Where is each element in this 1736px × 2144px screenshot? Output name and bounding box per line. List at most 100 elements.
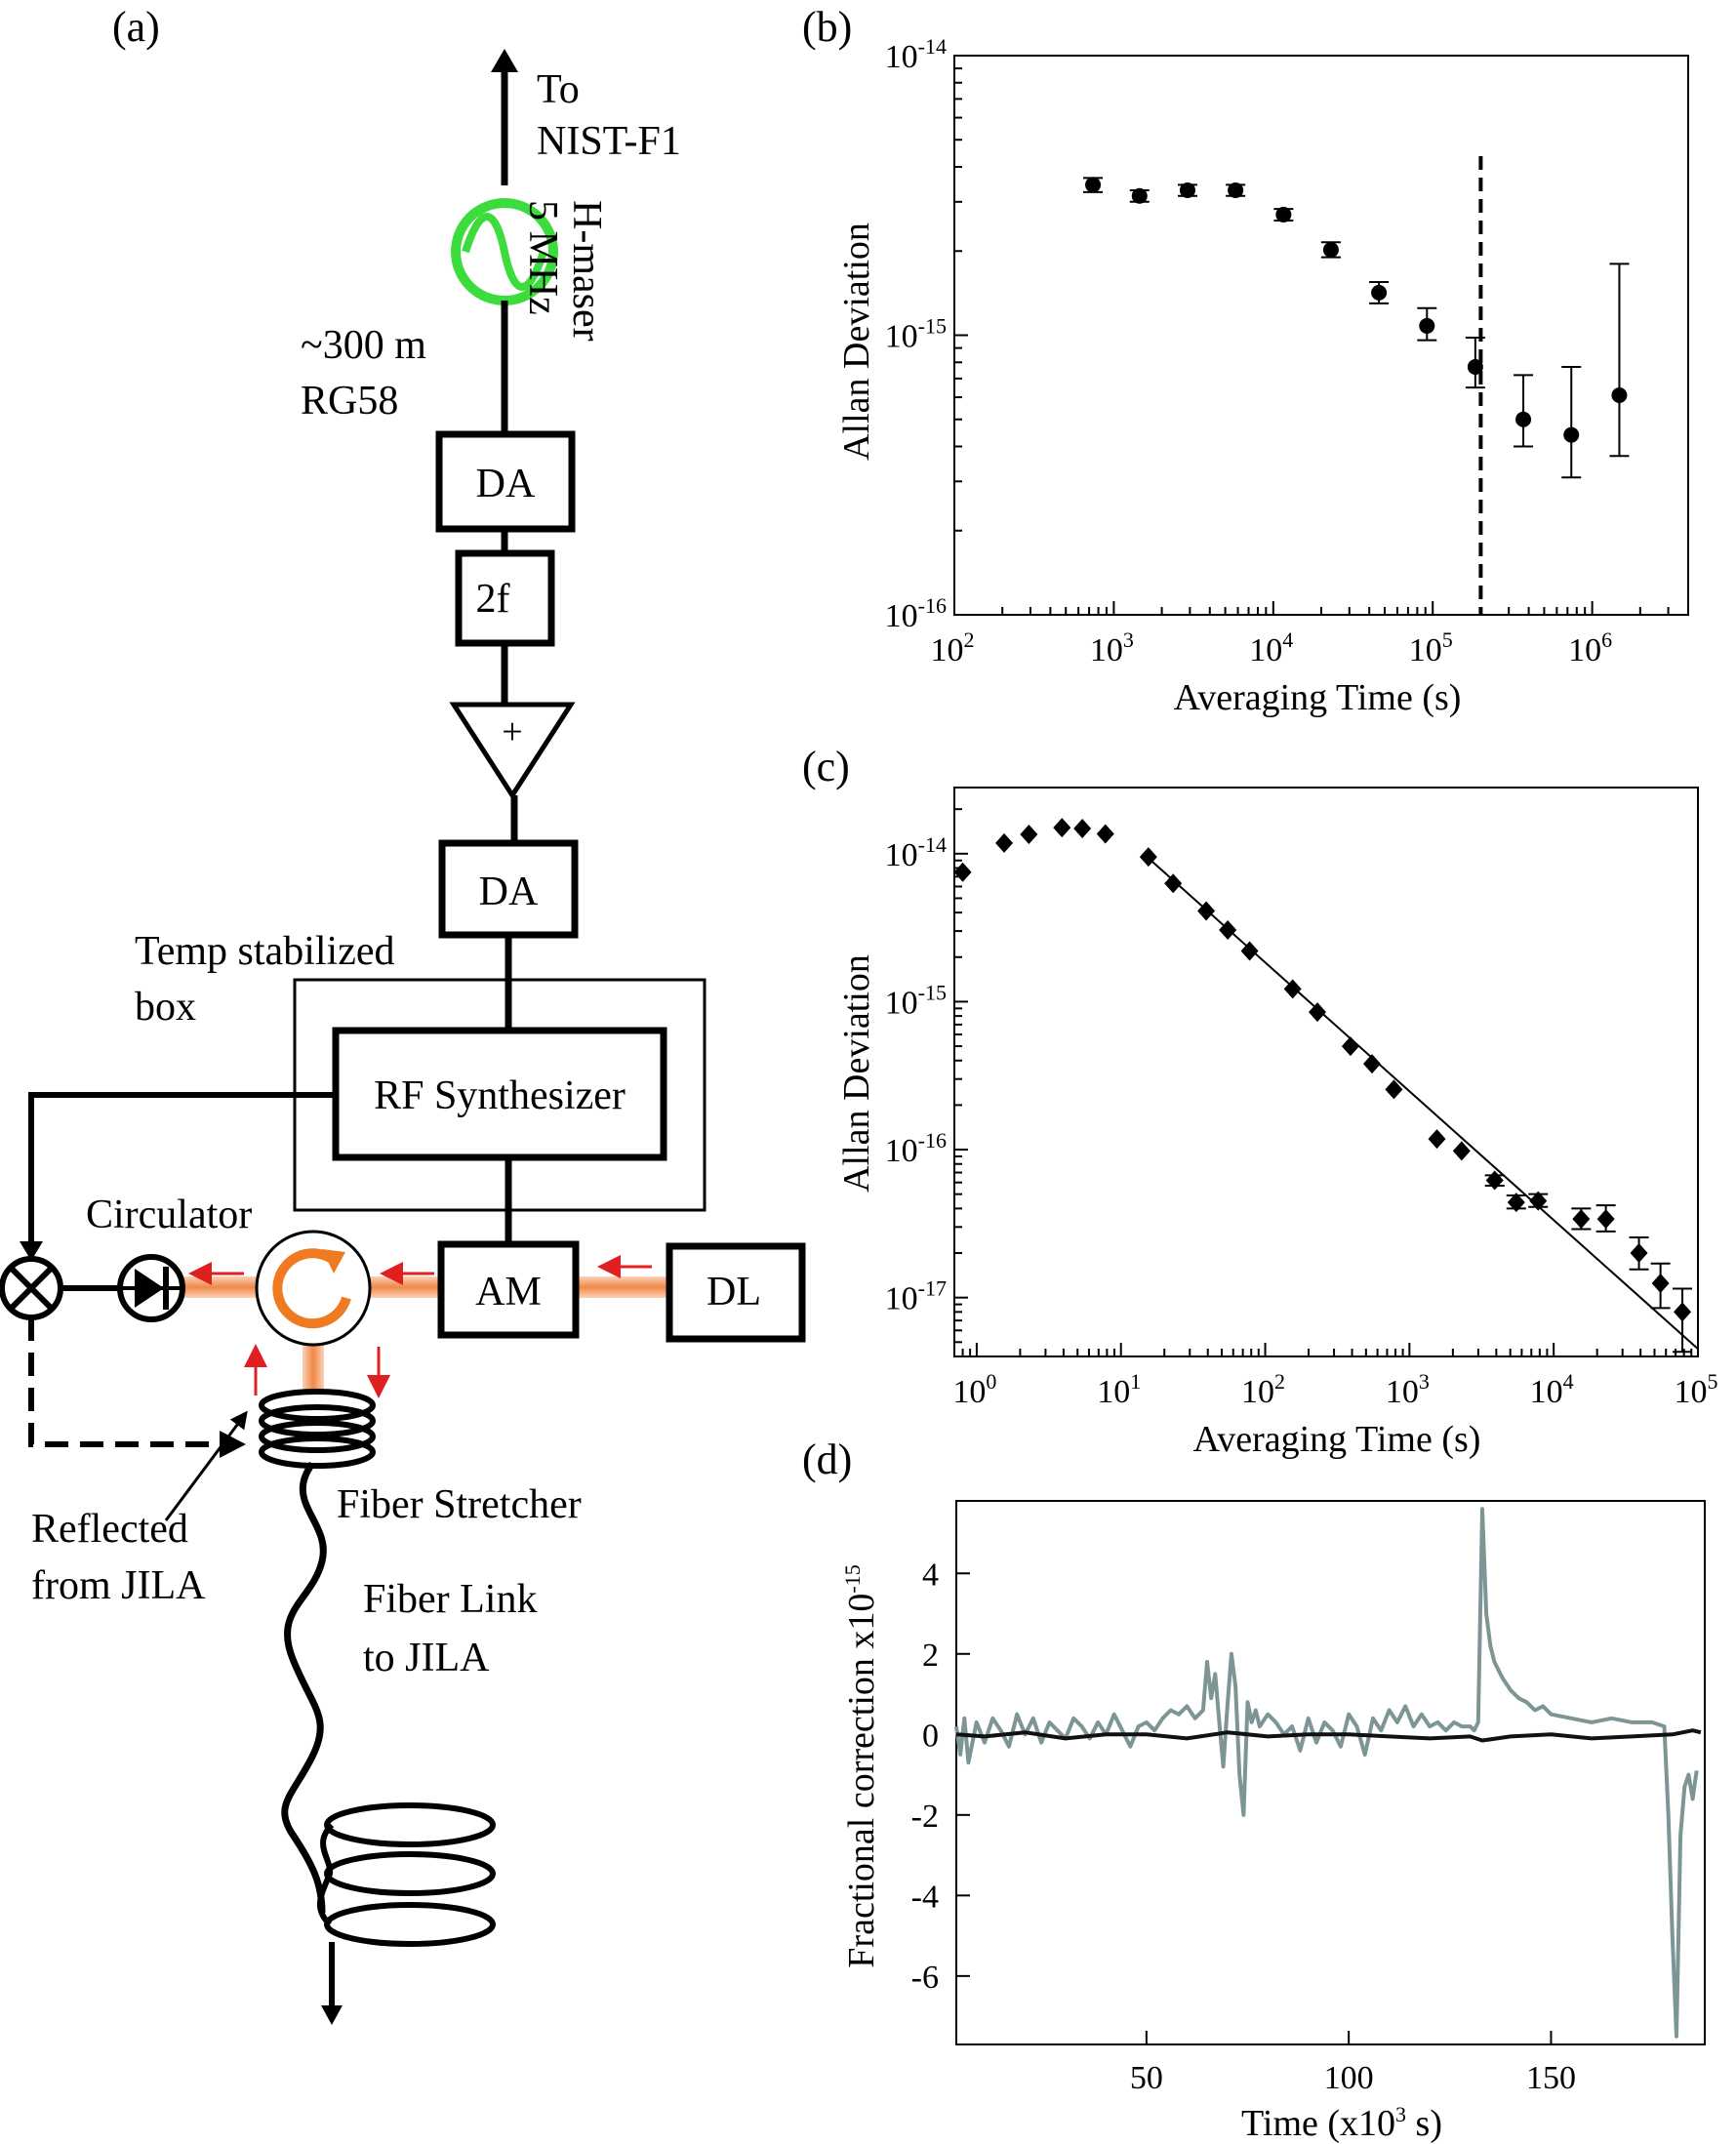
x-tick-label: 101 [1097,1369,1141,1410]
data-point [1083,177,1104,193]
rf-synthesizer [332,1027,667,1161]
cable-type-label: RG58 [301,379,398,424]
data-point [1650,1262,1671,1310]
y-tick-label: 10-15 [885,980,947,1021]
am-label: AM [475,1270,542,1315]
down-arrow-icon [20,1241,43,1261]
y-axis-label-d: Fractional correction x10-15 [840,1564,882,1967]
amplifier-triangle-icon [449,702,576,800]
panel-label-a: (a) [112,3,160,51]
circulator-label: Circulator [86,1193,252,1237]
panel-label-c: (c) [802,743,850,790]
data-point [1219,919,1237,940]
data-point [1528,1191,1549,1211]
reflected-label: Reflected [31,1507,188,1552]
data-point [953,862,972,882]
data-point [1129,187,1150,204]
amplifier-plus: + [502,711,522,752]
data-point [1484,1170,1505,1191]
reflected-label-2: from JILA [31,1563,206,1608]
x-tick-label: 105 [1675,1369,1718,1410]
y-tick-label: -4 [911,1879,939,1915]
data-point [1096,824,1114,844]
maser-label: H-maser 5 MHz [520,200,609,342]
data-point [1020,825,1038,845]
data-point [1571,1207,1592,1231]
data-point [1506,1193,1526,1213]
y-tick-label: -6 [911,1960,939,1996]
da-bottom-label: DA [479,870,539,914]
y-tick-label: 10-15 [885,314,947,355]
data-point [1320,241,1341,259]
optical-path-horizontal [146,1276,673,1298]
fiber-link-label: Fiber Link [363,1577,537,1622]
plot-frame-b [953,55,1689,616]
data-point [1595,1204,1616,1233]
data-point [1417,306,1437,342]
y-tick-label: 2 [922,1638,939,1674]
data-point [1197,901,1216,921]
fiber-link [281,1461,327,1914]
y-tick-label: 10-14 [885,34,947,75]
data-point [1309,1002,1327,1023]
panel-d-chart: (d) Time (x103 s) Fractional correction … [802,1436,1706,2144]
x-tick-label: 104 [1530,1369,1574,1410]
y-tick-label: 10-17 [885,1276,947,1317]
down-arrow-icon [321,2005,343,2025]
data-point [1226,182,1246,198]
data-point [1609,263,1630,458]
series-line-gray [954,1507,1699,2039]
y-tick-label: 10-16 [885,593,947,634]
fiber-stretcher-coil-icon [259,1389,376,1469]
data-point [1385,1079,1403,1100]
data-point [1164,873,1183,894]
plot-frame-d [955,1500,1706,2045]
reflected-arrow-icon [164,1410,248,1521]
x-axis-label-b: Averaging Time (s) [1174,677,1462,718]
x-tick-label: 150 [1526,2060,1576,2096]
fit-line [1146,855,1699,1350]
svg-text:5 MHz: 5 MHz [520,200,565,315]
up-arrow-icon [491,49,518,72]
x-tick-label: 103 [1090,627,1134,668]
doubler-label: 2f [476,577,510,622]
to-label: To [537,67,580,112]
panel-a-diagram: (a) To NIST-F1 H-maser 5 MHz ~300 m RG58… [0,3,806,2025]
data-point [1561,366,1582,479]
series-line-black [955,1728,1702,1743]
svg-text:H-maser: H-maser [564,200,609,342]
y-tick-label: 10-16 [885,1128,947,1169]
x-tick-label: 106 [1568,627,1612,668]
sine-wave-icon [462,213,547,291]
data-point [1428,1129,1446,1150]
y-axis-label-c: Allan Deviation [836,954,877,1193]
data-point [1177,182,1197,198]
data-point [995,832,1014,853]
fiber-link-label-2: to JILA [363,1636,490,1680]
frequency-doubler [455,549,555,647]
x-axis-label-c: Averaging Time (s) [1193,1419,1481,1460]
data-point [1139,847,1157,868]
data-point [1273,206,1294,222]
fiber-stretcher-label: Fiber Stretcher [337,1482,582,1527]
x-tick-label: 104 [1249,627,1293,668]
fiber-spool-icon [324,1802,496,1947]
panel-label-d: (d) [802,1436,852,1483]
cable-length-label: ~300 m [301,323,426,368]
da-top-label: DA [476,462,536,506]
data-point [1452,1141,1471,1161]
temp-box-label-2: box [135,985,196,1030]
x-axis-label-d: Time (x103 s) [1241,2102,1442,2144]
data-point [1629,1236,1649,1271]
panel-label-b: (b) [802,3,852,51]
data-point [1283,979,1302,999]
x-tick-label: 50 [1130,2060,1163,2096]
data-point [1362,1054,1381,1074]
x-tick-label: 102 [1241,1369,1285,1410]
data-point [1514,374,1534,448]
panel-c-chart: (c) Averaging Time (s) Allan Deviation 1… [802,743,1718,1460]
y-tick-label: 10-14 [885,832,947,873]
optical-path-vertical [303,1337,324,1394]
data-point [1341,1036,1359,1057]
